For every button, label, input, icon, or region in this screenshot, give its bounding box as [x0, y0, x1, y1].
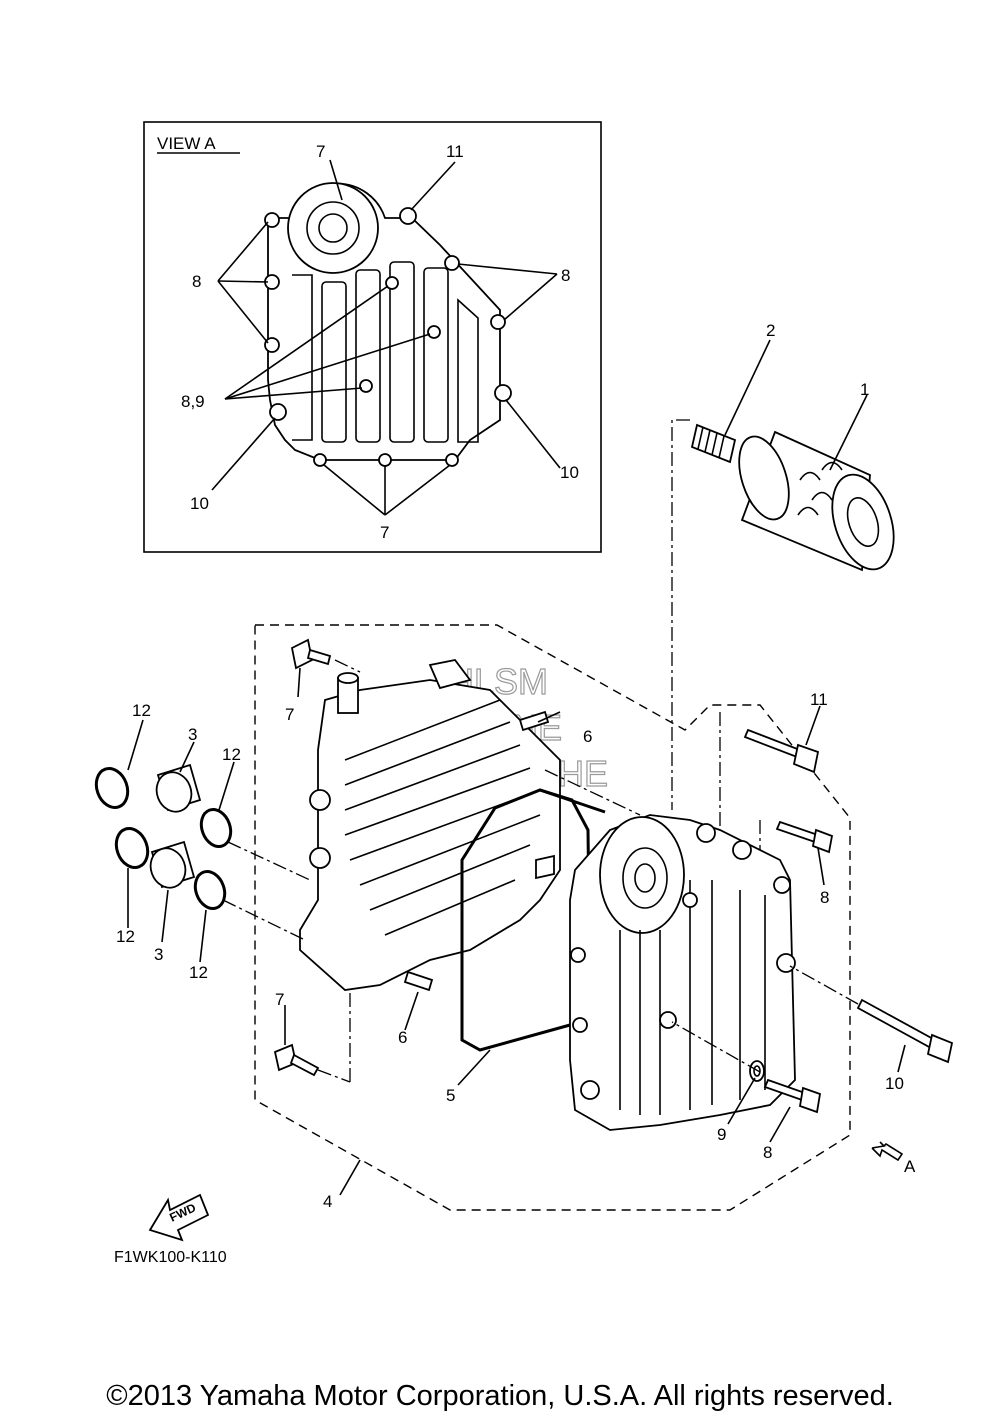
bolt-11 [743, 728, 820, 774]
main-labels: 1 2 3 3 4 5 6 6 7 7 8 8 9 10 11 12 12 12… [116, 321, 916, 1211]
view-a-bolt-holes [264, 207, 512, 467]
label-12-b: 12 [222, 745, 241, 764]
filter-centerline [671, 419, 690, 810]
view-a-title: VIEW A [157, 134, 216, 153]
view-a-label-8-left: 8 [192, 272, 201, 291]
view-a-arrow-icon [871, 1141, 904, 1162]
label-12-a: 12 [132, 701, 151, 720]
label-9: 9 [717, 1125, 726, 1144]
view-a-filter-mount [287, 182, 379, 274]
filter-fitting [690, 423, 737, 464]
view-a-label-11: 11 [446, 142, 464, 161]
label-7-upper: 7 [285, 705, 294, 724]
label-2: 2 [766, 321, 775, 340]
view-a-ribs [292, 261, 479, 443]
label-12-d: 12 [189, 963, 208, 982]
view-a-label-10-left: 10 [190, 494, 209, 513]
bolt-10 [856, 998, 954, 1064]
oil-cooler-body [299, 659, 561, 991]
label-10: 10 [885, 1074, 904, 1093]
label-7-lower: 7 [275, 990, 284, 1009]
label-8-lower: 8 [763, 1143, 772, 1162]
label-3-lower: 3 [154, 945, 163, 964]
oil-cooler-cover [569, 814, 796, 1131]
view-a-inset: VIEW A [143, 121, 602, 553]
view-a-label-10-right: 10 [560, 463, 579, 482]
fwd-arrow-icon: FWD [148, 1193, 210, 1242]
bolt-8-upper [775, 820, 834, 854]
bolt-7-top [290, 638, 332, 670]
bolt-8-lower [763, 1078, 822, 1114]
copyright-notice: ©2013 Yamaha Motor Corporation, U.S.A. A… [106, 1380, 894, 1412]
main-leaders [127, 339, 906, 1196]
dowel-pin-upper [518, 710, 550, 732]
assembly-outline [254, 624, 851, 1211]
label-5: 5 [446, 1086, 455, 1105]
label-11: 11 [810, 690, 828, 709]
oil-filter [738, 430, 895, 572]
label-1: 1 [860, 380, 869, 399]
o-rings-and-collars [94, 763, 233, 910]
view-a-label-7-bottom: 7 [380, 523, 389, 542]
label-3-upper: 3 [188, 725, 197, 744]
figure-code: F1WK100-K110 [114, 1249, 227, 1266]
view-a-label-8-right: 8 [561, 266, 570, 285]
label-6-lower: 6 [398, 1028, 407, 1047]
label-12-c: 12 [116, 927, 135, 946]
view-a-leaders [211, 159, 561, 516]
view-a-label-8-9: 8,9 [181, 392, 205, 411]
label-4: 4 [323, 1192, 332, 1211]
label-view-a-arrow: A [904, 1157, 916, 1176]
label-8-upper: 8 [820, 888, 829, 907]
view-a-label-7-top: 7 [316, 142, 325, 161]
view-a-frame [143, 121, 602, 553]
dowel-pin-lower [403, 970, 434, 992]
bolt-7-bottom [273, 1043, 320, 1077]
label-6-upper: 6 [583, 727, 592, 746]
